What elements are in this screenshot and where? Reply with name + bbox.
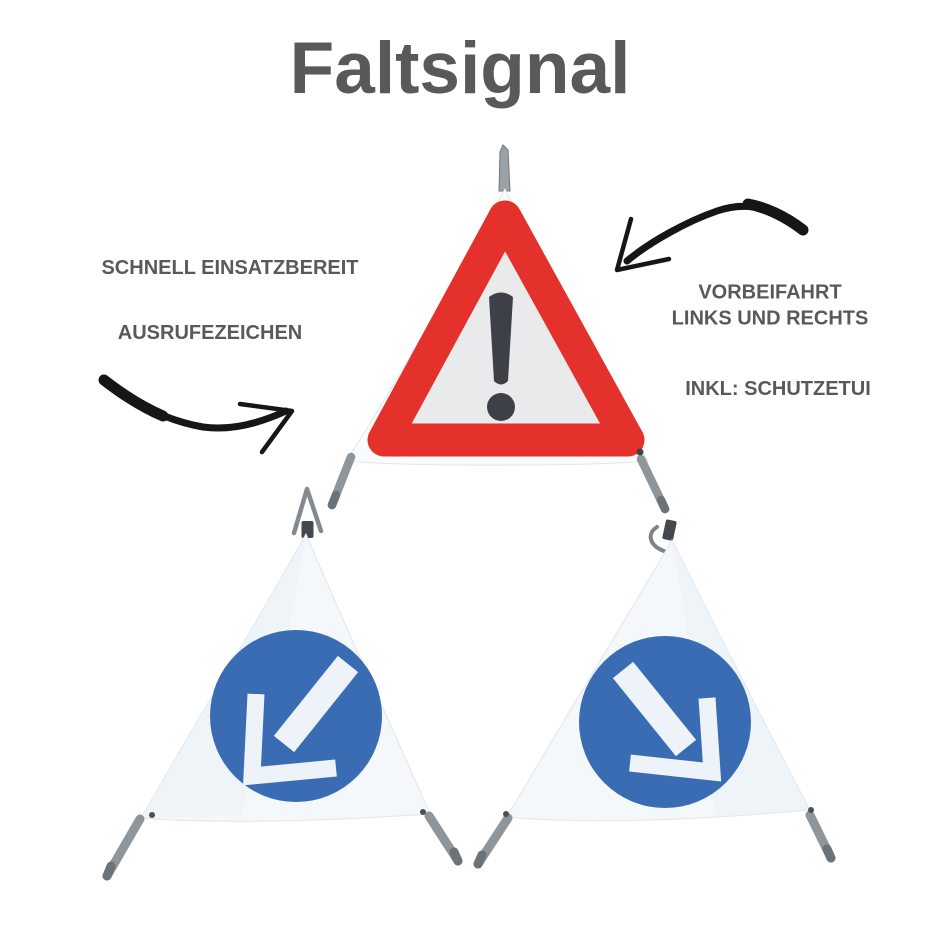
annotation-arrow-right [614, 198, 809, 273]
corner-eyelet [808, 807, 814, 813]
label-vorbeifahrt-links-und-rechts: VORBEIFAHRT LINKS UND RECHTS [672, 280, 869, 333]
arrow-head [237, 401, 295, 455]
sign-leg-left-tip [327, 490, 341, 510]
sign-leg-left-tip [473, 850, 487, 869]
arrow-head [614, 216, 672, 273]
page-title: Faltsignal [289, 28, 631, 109]
label-vorbeifahrt-line2: LINKS UND RECHTS [671, 308, 869, 330]
corner-eyelet [636, 448, 644, 456]
arrow-down-right-icon [612, 661, 722, 782]
sign-leg-right-tip [656, 495, 670, 514]
loop-clip [301, 521, 314, 538]
arrow-curve-thick-end [742, 198, 809, 236]
fabric-shading [141, 534, 306, 818]
hanging-spike [498, 144, 511, 192]
arrow-shaft [273, 655, 359, 753]
label-ausrufezeichen: AUSRUFEZEICHEN [117, 321, 303, 344]
exclamation-mark-icon [487, 292, 515, 421]
label-vorbeifahrt-line1: VORBEIFAHRT [698, 281, 842, 304]
arrow-head [243, 693, 337, 786]
corner-eyelet [420, 809, 426, 815]
arrow-head [629, 697, 722, 782]
arrow-curve-thick-end [98, 374, 169, 422]
sign-leg-right-tip [822, 844, 836, 863]
corner-eyelet [503, 811, 509, 817]
sign-leg-left-tip [102, 861, 116, 881]
arrow-down-left-icon [243, 655, 359, 786]
keep-right-sign [473, 519, 836, 869]
loop-clip [662, 519, 677, 541]
exclamation-dot [487, 393, 515, 421]
annotation-arrow-left [98, 374, 295, 455]
sign-leg-right-tip [449, 847, 463, 866]
warning-triangle-sign [327, 144, 670, 514]
label-schnell-einsatzbereit: SCHNELL EINSATZBEREIT [101, 256, 359, 279]
corner-eyelet [149, 812, 155, 818]
keep-left-sign [102, 486, 463, 881]
hanging-loop [648, 525, 666, 553]
exclamation-bar [489, 292, 513, 385]
hanging-loop [291, 486, 324, 536]
label-inkl-schutzetui: INKL: SCHUTZETUI [685, 377, 871, 400]
arrow-shaft [612, 661, 697, 757]
